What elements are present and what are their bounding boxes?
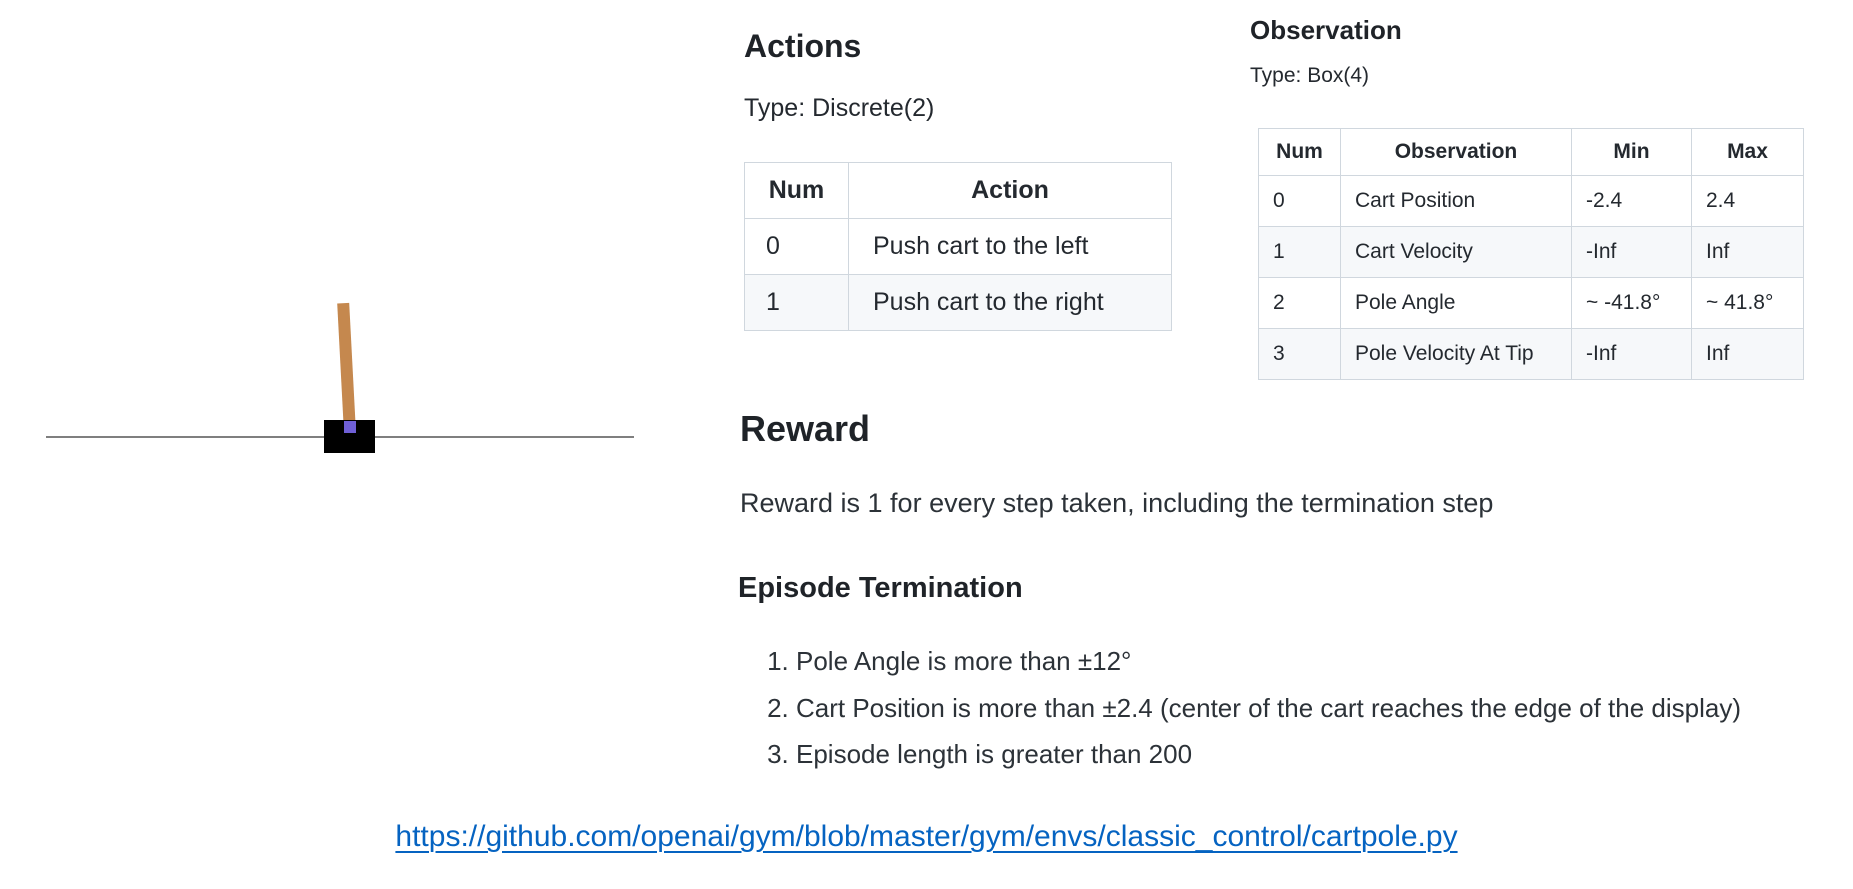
- axle: [344, 421, 356, 433]
- episode-termination-heading: Episode Termination: [738, 572, 1023, 604]
- obs-min: -2.4: [1571, 175, 1692, 227]
- obs-col-min: Min: [1571, 128, 1692, 176]
- actions-heading: Actions: [744, 28, 862, 64]
- table-row: 1 Push cart to the right: [744, 274, 1172, 331]
- action-label: Push cart to the right: [848, 274, 1172, 331]
- obs-col-observation: Observation: [1340, 128, 1572, 176]
- action-num: 1: [744, 274, 849, 331]
- table-row: 3 Pole Velocity At Tip -Inf Inf: [1258, 328, 1804, 380]
- list-item: Episode length is greater than 200: [796, 731, 1741, 778]
- obs-max: Inf: [1691, 226, 1804, 278]
- action-num: 0: [744, 218, 849, 275]
- obs-num: 2: [1258, 277, 1341, 329]
- obs-max: ~ 41.8°: [1691, 277, 1804, 329]
- action-label: Push cart to the left: [848, 218, 1172, 275]
- obs-min: -Inf: [1571, 226, 1692, 278]
- table-row: 1 Cart Velocity -Inf Inf: [1258, 226, 1804, 278]
- table-row: 2 Pole Angle ~ -41.8° ~ 41.8°: [1258, 277, 1804, 329]
- actions-col-num: Num: [744, 162, 849, 219]
- table-row: 0 Push cart to the left: [744, 218, 1172, 275]
- observation-table-header-row: Num Observation Min Max: [1258, 128, 1804, 176]
- reward-heading: Reward: [740, 408, 871, 449]
- actions-table: Num Action 0 Push cart to the left 1 Pus…: [744, 162, 1172, 331]
- obs-col-max: Max: [1691, 128, 1804, 176]
- observation-table: Num Observation Min Max 0 Cart Position …: [1258, 128, 1804, 380]
- obs-col-num: Num: [1258, 128, 1341, 176]
- list-item: Cart Position is more than ±2.4 (center …: [796, 685, 1741, 732]
- observation-heading: Observation: [1250, 15, 1402, 45]
- obs-min: ~ -41.8°: [1571, 277, 1692, 329]
- episode-termination-list: Pole Angle is more than ±12° Cart Positi…: [758, 638, 1741, 778]
- actions-col-action: Action: [848, 162, 1172, 219]
- obs-num: 1: [1258, 226, 1341, 278]
- pole: [337, 302, 356, 434]
- obs-name: Cart Velocity: [1340, 226, 1572, 278]
- source-link-row: https://github.com/openai/gym/blob/maste…: [0, 820, 1853, 854]
- obs-max: Inf: [1691, 328, 1804, 380]
- obs-name: Pole Velocity At Tip: [1340, 328, 1572, 380]
- table-row: 0 Cart Position -2.4 2.4: [1258, 175, 1804, 227]
- actions-table-header-row: Num Action: [744, 162, 1172, 219]
- obs-name: Pole Angle: [1340, 277, 1572, 329]
- obs-name: Cart Position: [1340, 175, 1572, 227]
- list-item: Pole Angle is more than ±12°: [796, 638, 1741, 685]
- obs-max: 2.4: [1691, 175, 1804, 227]
- reward-description: Reward is 1 for every step taken, includ…: [740, 488, 1494, 518]
- observation-type-label: Type: Box(4): [1250, 64, 1370, 87]
- source-link[interactable]: https://github.com/openai/gym/blob/maste…: [395, 820, 1458, 853]
- actions-type-label: Type: Discrete(2): [744, 94, 935, 122]
- obs-num: 3: [1258, 328, 1341, 380]
- obs-num: 0: [1258, 175, 1341, 227]
- obs-min: -Inf: [1571, 328, 1692, 380]
